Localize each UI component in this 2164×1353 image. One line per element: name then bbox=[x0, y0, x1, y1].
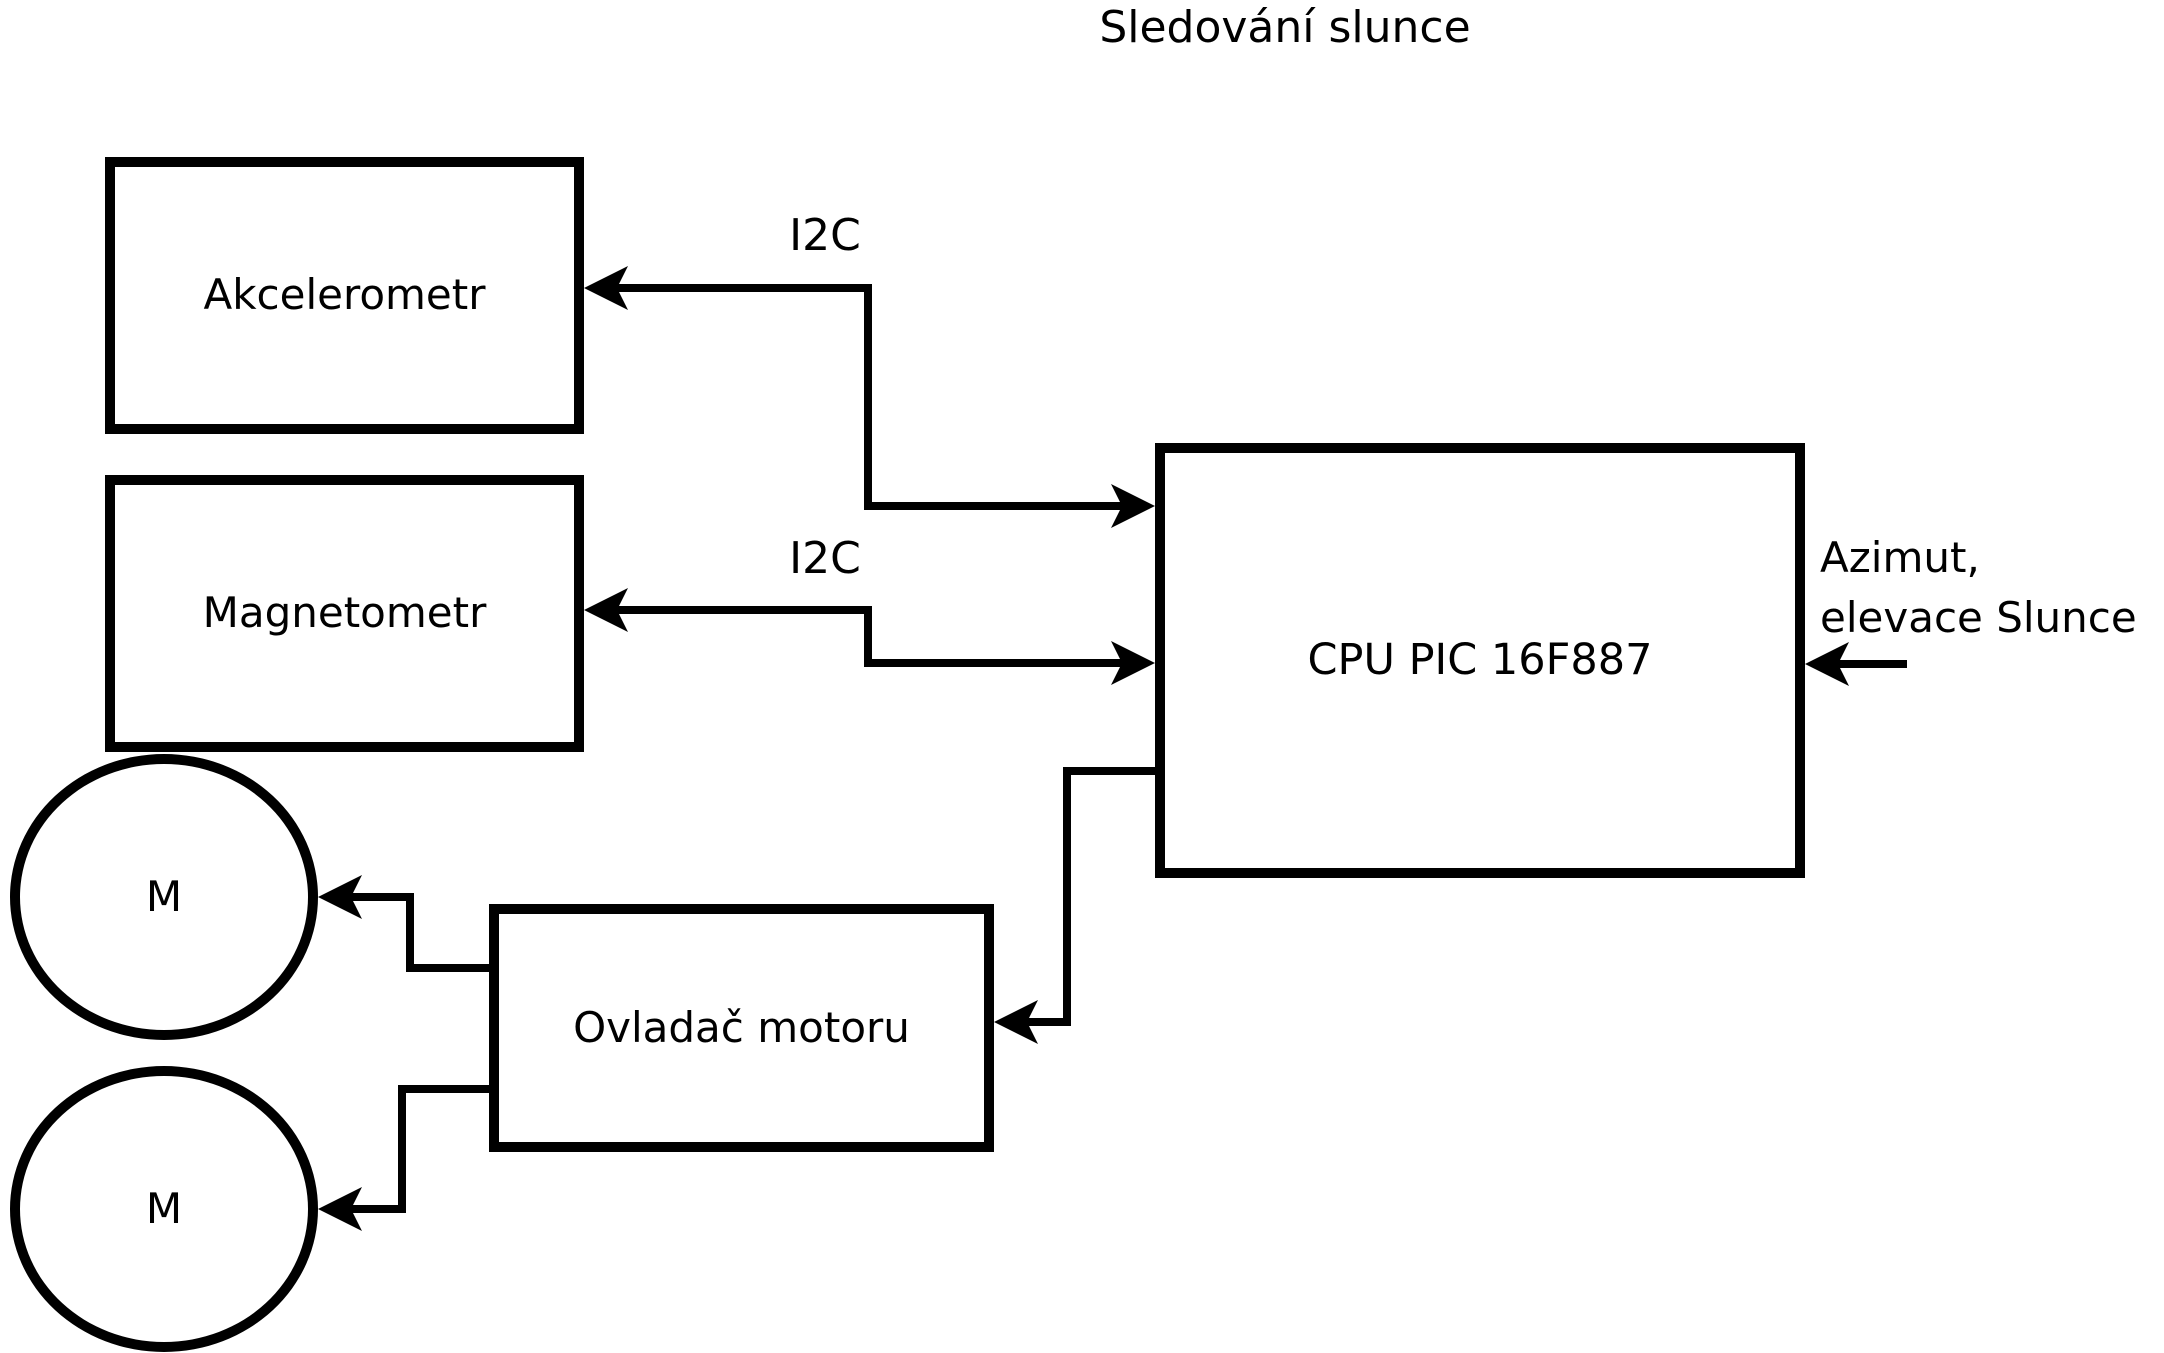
arrowhead-into-cpu-bottom-icon bbox=[1111, 641, 1155, 685]
azimut-annotation-line2: elevace Slunce bbox=[1820, 593, 2137, 642]
arrowhead-into-cpu-right-icon bbox=[1805, 642, 1849, 686]
node-cpu-label: CPU PIC 16F887 bbox=[1307, 634, 1653, 685]
node-magnetometr-label: Magnetometr bbox=[202, 588, 487, 638]
arrowhead-into-motor2-icon bbox=[318, 1187, 362, 1231]
arrowhead-into-ovladac-icon bbox=[994, 1000, 1038, 1044]
i2c-akcelerometr-cpu-connector bbox=[616, 284, 1123, 510]
node-magnetometr: Magnetometr bbox=[105, 475, 584, 752]
azimut-annotation: Azimut, elevace Slunce bbox=[1820, 528, 2137, 648]
ovladac-motor1-connector bbox=[350, 893, 489, 972]
arrowhead-into-akcelerometr-icon bbox=[584, 266, 628, 310]
node-motor2-label: M bbox=[145, 1183, 183, 1233]
i2c-magnetometr-cpu-connector bbox=[616, 606, 1123, 667]
node-cpu: CPU PIC 16F887 bbox=[1155, 443, 1805, 878]
node-motor-controller-label: Ovladač motoru bbox=[573, 1002, 910, 1052]
cpu-ovladac-connector bbox=[1026, 767, 1155, 1026]
node-motor-controller: Ovladač motoru bbox=[489, 904, 994, 1152]
page-title: Sledování slunce bbox=[1099, 2, 1471, 53]
azimut-annotation-line1: Azimut, bbox=[1820, 533, 1980, 582]
ovladac-motor2-connector bbox=[350, 1085, 489, 1213]
node-motor2: M bbox=[10, 1066, 318, 1352]
i2c-label-bottom: I2C bbox=[789, 533, 861, 584]
arrowhead-into-motor1-icon bbox=[318, 875, 362, 919]
node-motor1: M bbox=[10, 754, 318, 1040]
arrowhead-into-cpu-top-icon bbox=[1111, 484, 1155, 528]
node-akcelerometr: Akcelerometr bbox=[105, 157, 584, 434]
i2c-label-top: I2C bbox=[789, 210, 861, 261]
arrowhead-into-magnetometr-icon bbox=[584, 588, 628, 632]
node-akcelerometr-label: Akcelerometr bbox=[203, 270, 486, 320]
node-motor1-label: M bbox=[145, 871, 183, 921]
